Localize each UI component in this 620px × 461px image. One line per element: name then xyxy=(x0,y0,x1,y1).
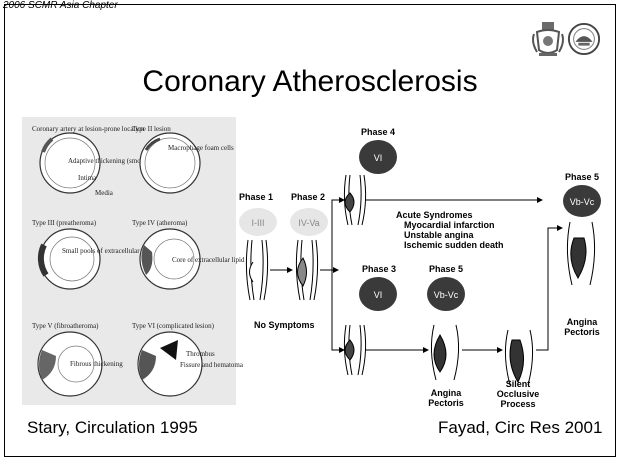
phase-5-value: Vb-Vc xyxy=(434,290,459,300)
phase-label: Phase 1 xyxy=(239,192,273,202)
stary-label: Thrombus xyxy=(186,350,215,358)
stary-panel-2: Type II lesion Macrophage foam cells xyxy=(132,125,234,193)
angina-right-label: Angina xyxy=(567,317,598,327)
no-symptoms-label: No Symptoms xyxy=(254,320,315,330)
stary-panel-5: Type V (fibroatheroma) Fibrous thickenin… xyxy=(32,322,123,396)
stary-panel-title: Type IV (atheroma) xyxy=(132,219,188,227)
acute-title: Acute Syndromes xyxy=(396,210,473,220)
phase-label: Phase 5 xyxy=(565,172,599,182)
angina-label: Pectoris xyxy=(428,398,464,408)
stary-panel-title: Type III (preatheroma) xyxy=(32,219,97,227)
stary-panel-title: Type II lesion xyxy=(132,125,171,133)
stary-panel-title: Coronary artery at lesion-prone location xyxy=(32,125,145,133)
silent-label: Process xyxy=(500,399,535,409)
phase-2-value: IV-Va xyxy=(298,218,319,228)
phase-1-value: I-III xyxy=(252,218,265,228)
stary-caption: Stary, Circulation 1995 xyxy=(27,418,198,438)
vessel-sketches xyxy=(246,175,594,385)
stary-label: Intima xyxy=(78,174,97,182)
phase-4-value: VI xyxy=(374,153,383,163)
phase-3-value: VI xyxy=(374,290,383,300)
acute-item: Myocardial infarction xyxy=(404,220,495,230)
silent-label: Occlusive xyxy=(497,389,540,399)
phase-5-right-value: Vb-Vc xyxy=(570,197,595,207)
stary-panel-6: Type VI (complicated lesion) Thrombus Fi… xyxy=(132,322,244,396)
phase-label: Phase 5 xyxy=(429,264,463,274)
acute-item: Unstable angina xyxy=(404,230,475,240)
angina-right-label: Pectoris xyxy=(564,327,600,337)
stary-label: Macrophage foam cells xyxy=(168,144,234,152)
phase-label: Phase 3 xyxy=(362,264,396,274)
silent-label: Silent xyxy=(506,379,531,389)
phase-label: Phase 2 xyxy=(291,192,325,202)
fayad-caption: Fayad, Circ Res 2001 xyxy=(438,418,602,438)
stary-label: Fissure and hematoma xyxy=(180,361,244,369)
stary-label: Media xyxy=(95,189,114,197)
stary-panel-4: Type IV (atheroma) Core of extracellular… xyxy=(132,219,245,289)
stary-label: Fibrous thickening xyxy=(70,360,123,368)
stary-panel-3: Type III (preatheroma) Small pools of ex… xyxy=(32,219,155,289)
stary-panel-title: Type V (fibroatheroma) xyxy=(32,322,99,330)
angina-label: Angina xyxy=(431,388,462,398)
acute-item: Ischemic sudden death xyxy=(404,240,504,250)
stary-label: Core of extracellular lipid xyxy=(172,256,245,264)
phase-label: Phase 4 xyxy=(361,127,395,137)
stary-panel-title: Type VI (complicated lesion) xyxy=(132,322,215,330)
